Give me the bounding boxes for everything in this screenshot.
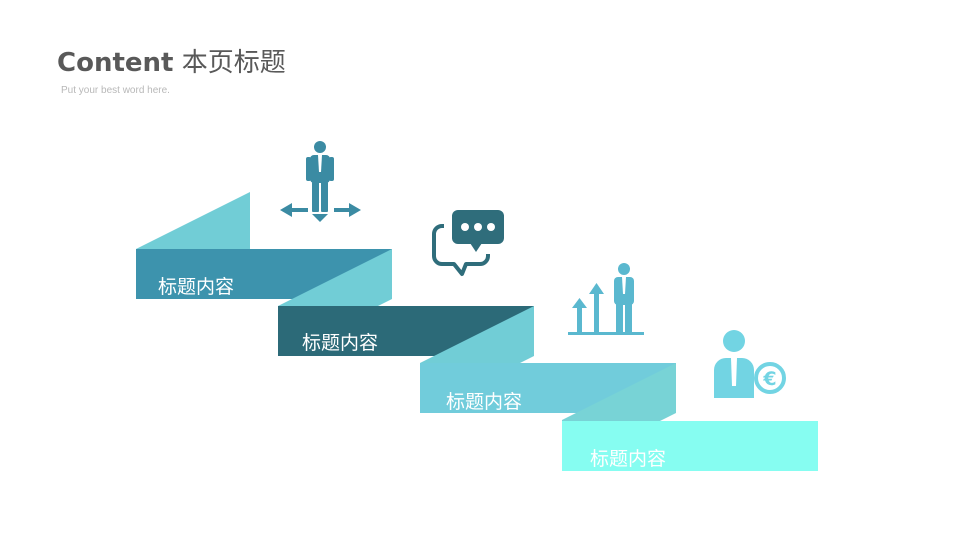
step-1-label: 标题内容 xyxy=(158,276,234,298)
chat-bubbles-icon xyxy=(432,210,504,276)
euro-glyph: € xyxy=(762,368,776,390)
step-4-band xyxy=(562,421,818,471)
step-1-top-fold xyxy=(136,192,250,249)
step-3-label: 标题内容 xyxy=(446,391,522,413)
page-title-en: Content xyxy=(57,48,174,78)
step-2-label: 标题内容 xyxy=(302,332,378,354)
growth-person-icon xyxy=(568,263,644,335)
step-4-label: 标题内容 xyxy=(590,448,666,470)
euro-person-icon: € xyxy=(714,330,786,398)
step-4: 标题内容 xyxy=(562,421,818,471)
page-subtitle: Put your best word here. xyxy=(61,85,170,96)
page-title-cn: 本页标题 xyxy=(181,48,286,78)
step-2: 标题内容 xyxy=(278,306,534,413)
person-directions-icon xyxy=(280,141,361,222)
page-title: Content 本页标题 xyxy=(57,42,286,79)
header: Content 本页标题 Put your best word here. xyxy=(57,42,286,96)
